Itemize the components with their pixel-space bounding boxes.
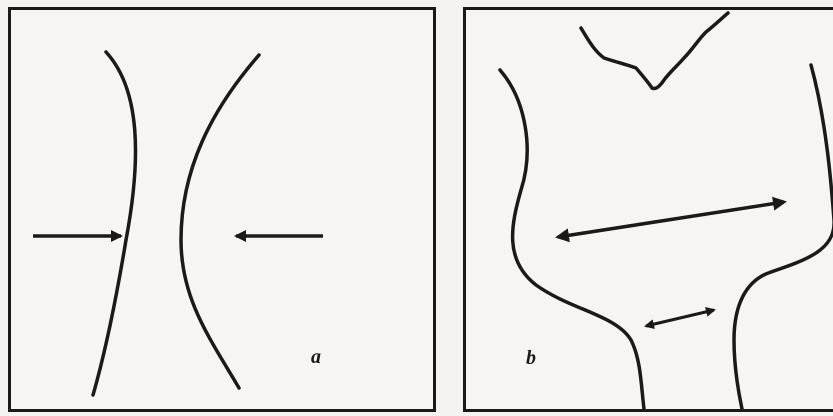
panel-a-label: a [311,346,321,369]
wide-double-arrow [558,202,784,237]
panel-b-drawing [466,10,833,409]
left-wall [500,70,644,409]
left-curve [93,52,136,395]
narrow-double-arrow [646,310,714,326]
panel-b-label: b [526,347,536,370]
panel-b: b [463,7,833,412]
right-wall [734,65,833,409]
right-curve [181,55,259,388]
panel-a-drawing [11,10,433,409]
upper-boundary [581,13,728,89]
panel-a: a [8,7,436,412]
